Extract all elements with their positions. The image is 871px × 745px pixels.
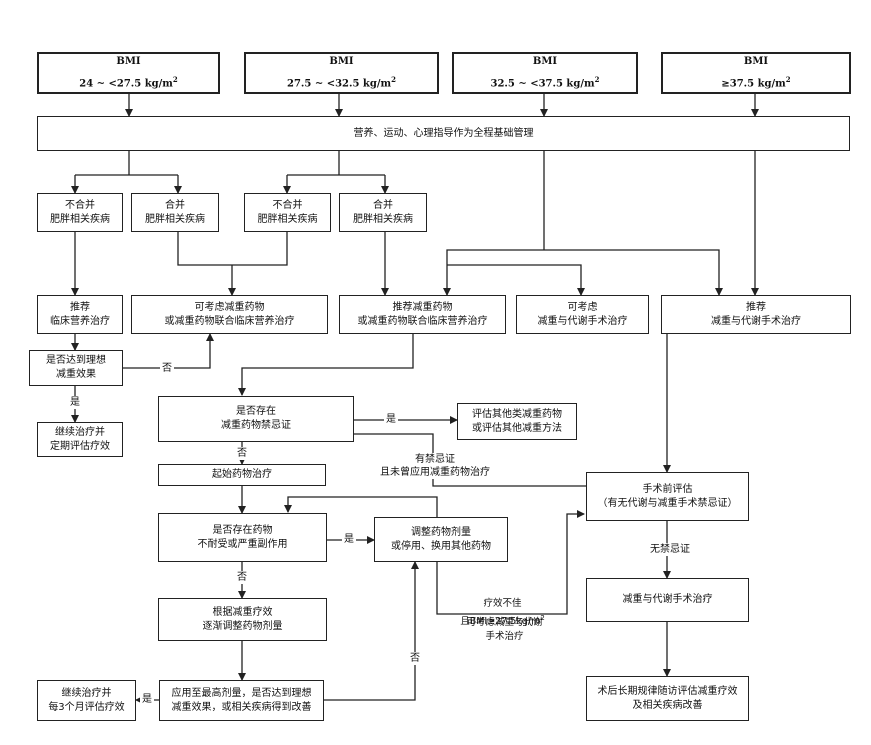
bmi-title: BMI (116, 55, 141, 67)
bmi-unit-sup: 2 (594, 74, 600, 84)
gradual-adjust-box: 根据减重疗效 逐渐调整药物剂量 (158, 598, 327, 641)
bmi-range: 32.5 ~ <37.5 kg/m (490, 78, 595, 90)
yes-label-contra: 是 (384, 413, 398, 426)
max-dose-decision-box: 应用至最高剂量，是否达到理想 减重效果，或相关疾病得到改善 (159, 680, 324, 721)
bmi-title: BMI (532, 55, 558, 67)
poor-effect-sup: 2 (540, 614, 545, 622)
intolerance-decision-box: 是否存在药物 不耐受或严重副作用 (158, 513, 327, 562)
bmi-box-27-32: BMI 27.5 ~ <32.5 kg/m2 (244, 52, 439, 94)
contraindication-decision-box: 是否存在 减重药物禁忌证 (158, 396, 354, 442)
poor-effect-note: 疗效不佳 且BMI≥27.5kg/m2 (445, 583, 560, 629)
bmi-title: BMI (743, 55, 769, 67)
bmi-box-24-27: BMI 24 ~ <27.5 kg/m2 (37, 52, 220, 94)
recommend-nutrition-box: 推荐 临床营养治疗 (37, 295, 123, 334)
bmi-title: BMI (329, 55, 354, 67)
continue-followup-box: 继续治疗并 定期评估疗效 (37, 422, 123, 457)
poor-effect-note-2: 可考虑减重与代谢 手术治疗 (466, 617, 543, 642)
comorbidity-box-2: 合并 肥胖相关疾病 (339, 193, 427, 232)
poor-effect-text: 疗效不佳 且BMI≥27.5kg/m (460, 598, 541, 628)
no-comorbidity-box-1: 不合并 肥胖相关疾病 (37, 193, 123, 232)
consider-drug-box: 可考虑减重药物 或减重药物联合临床营养治疗 (131, 295, 328, 334)
bmi-unit-sup: 2 (172, 74, 178, 84)
postop-followup-box: 术后长期规律随访评估减重疗效 及相关疾病改善 (586, 676, 749, 721)
recommend-drug-box: 推荐减重药物 或减重药物联合临床营养治疗 (339, 295, 506, 334)
surgery-box: 减重与代谢手术治疗 (586, 578, 749, 622)
no-comorbidity-box-2: 不合并 肥胖相关疾病 (244, 193, 331, 232)
no-label-contra: 否 (235, 447, 249, 460)
contraindication-note: 有禁忌证 且未曾应用减重药物治疗 (370, 453, 500, 479)
base-management-box: 营养、运动、心理指导作为全程基础管理 (37, 116, 850, 151)
yes-label-max-dose: 是 (140, 693, 154, 706)
bmi-unit-sup: 2 (391, 74, 396, 84)
consider-surgery-box: 可考虑 减重与代谢手术治疗 (516, 295, 649, 334)
bmi-box-32-37: BMI 32.5 ~ <37.5 kg/m2 (452, 52, 638, 94)
yes-label-ideal: 是 (68, 396, 82, 409)
yes-label-intolerance: 是 (342, 533, 356, 546)
ideal-effect-decision-box: 是否达到理想 减重效果 (29, 350, 123, 386)
bmi-range: 27.5 ~ <32.5 kg/m (287, 78, 392, 90)
bmi-box-37-plus: BMI ≥37.5 kg/m2 (661, 52, 851, 94)
no-label-max-dose: 否 (408, 652, 422, 665)
no-label-intolerance: 否 (235, 571, 249, 584)
start-drug-box: 起始药物治疗 (158, 464, 326, 486)
bmi-range: ≥37.5 kg/m (721, 78, 786, 90)
no-label-ideal: 否 (160, 362, 174, 375)
no-contraindication-label: 无禁忌证 (640, 543, 700, 556)
continue-3-month-box: 继续治疗并 每3个月评估疗效 (37, 680, 136, 721)
evaluate-other-box: 评估其他类减重药物 或评估其他减重方法 (457, 403, 577, 440)
bmi-range: 24 ~ <27.5 kg/m (79, 78, 173, 90)
recommend-surgery-box: 推荐 减重与代谢手术治疗 (661, 295, 851, 334)
preop-evaluation-box: 手术前评估 （有无代谢与减重手术禁忌证） (586, 472, 749, 521)
adjust-dose-box: 调整药物剂量 或停用、换用其他药物 (374, 517, 508, 562)
bmi-unit-sup: 2 (785, 74, 791, 84)
comorbidity-box-1: 合并 肥胖相关疾病 (131, 193, 219, 232)
